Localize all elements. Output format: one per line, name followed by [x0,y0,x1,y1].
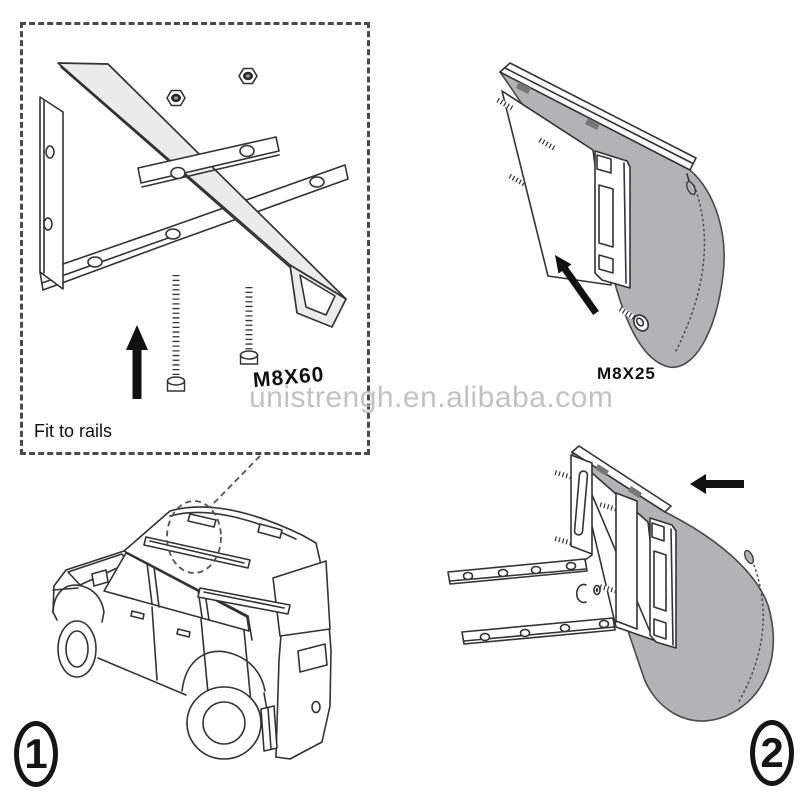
roof-rails [143,513,291,615]
vehicle-diagram [52,500,332,760]
rail-profile [594,150,631,289]
threaded-stud [552,535,572,546]
threaded-stud [597,501,617,512]
awning-rail-diagram [494,62,725,368]
bolt-size-label-m8x25: M8X25 [597,364,656,383]
threaded-stud [536,136,556,151]
zipper-pull-icon [744,549,754,565]
bolt-m8x60 [166,275,186,392]
door-handle [130,610,145,620]
threaded-stud [597,583,617,594]
fit-to-rails-note: Fit to rails [34,421,113,441]
clamp-strap [137,136,280,188]
mounting-plate [447,554,593,585]
up-arrow-icon [126,325,148,399]
l-bracket-face [39,96,64,290]
mounting-rail [494,62,697,289]
rail-profile [649,517,677,649]
bolt-m8x60 [239,287,259,365]
step-2-badge: 2 [750,720,794,786]
step-2-number: 2 [760,729,784,776]
vehicle-outline [52,506,332,760]
zipper [737,559,764,704]
cross-bar [57,62,347,328]
zipper-pull-icon [686,173,696,196]
threaded-stud [494,96,514,111]
left-arrow-icon [690,474,744,494]
watermark: unistrengh.en.alibaba.com [249,381,614,414]
parts-exploded-diagram [39,62,349,399]
step1-parts-box: M8X60 Fit to rails [20,22,370,455]
rear-wheel-arch [181,650,266,692]
mounting-plate [461,617,617,645]
up-left-arrow-icon [555,255,599,315]
hex-nut [166,89,186,107]
step-1-number: 1 [24,730,48,777]
hex-nut [238,67,258,85]
roof-highlight-ellipse [166,500,222,574]
step-1-badge: 1 [14,721,58,787]
threaded-stud [552,469,572,480]
c-clip [575,583,601,604]
threaded-stud [506,172,526,187]
bolt-m8x25 [618,306,650,332]
angle-bracket [552,454,593,555]
side-mirror [91,569,109,587]
awning-mount-diagram [447,445,775,722]
rear-window [272,560,331,637]
front-wheel-arch [52,584,105,623]
l-bracket-leg [39,164,349,291]
angle-bracket [597,492,638,630]
door-handle [176,628,191,638]
side-windows [103,552,250,632]
zipper [674,184,706,354]
leader-line [208,455,261,509]
